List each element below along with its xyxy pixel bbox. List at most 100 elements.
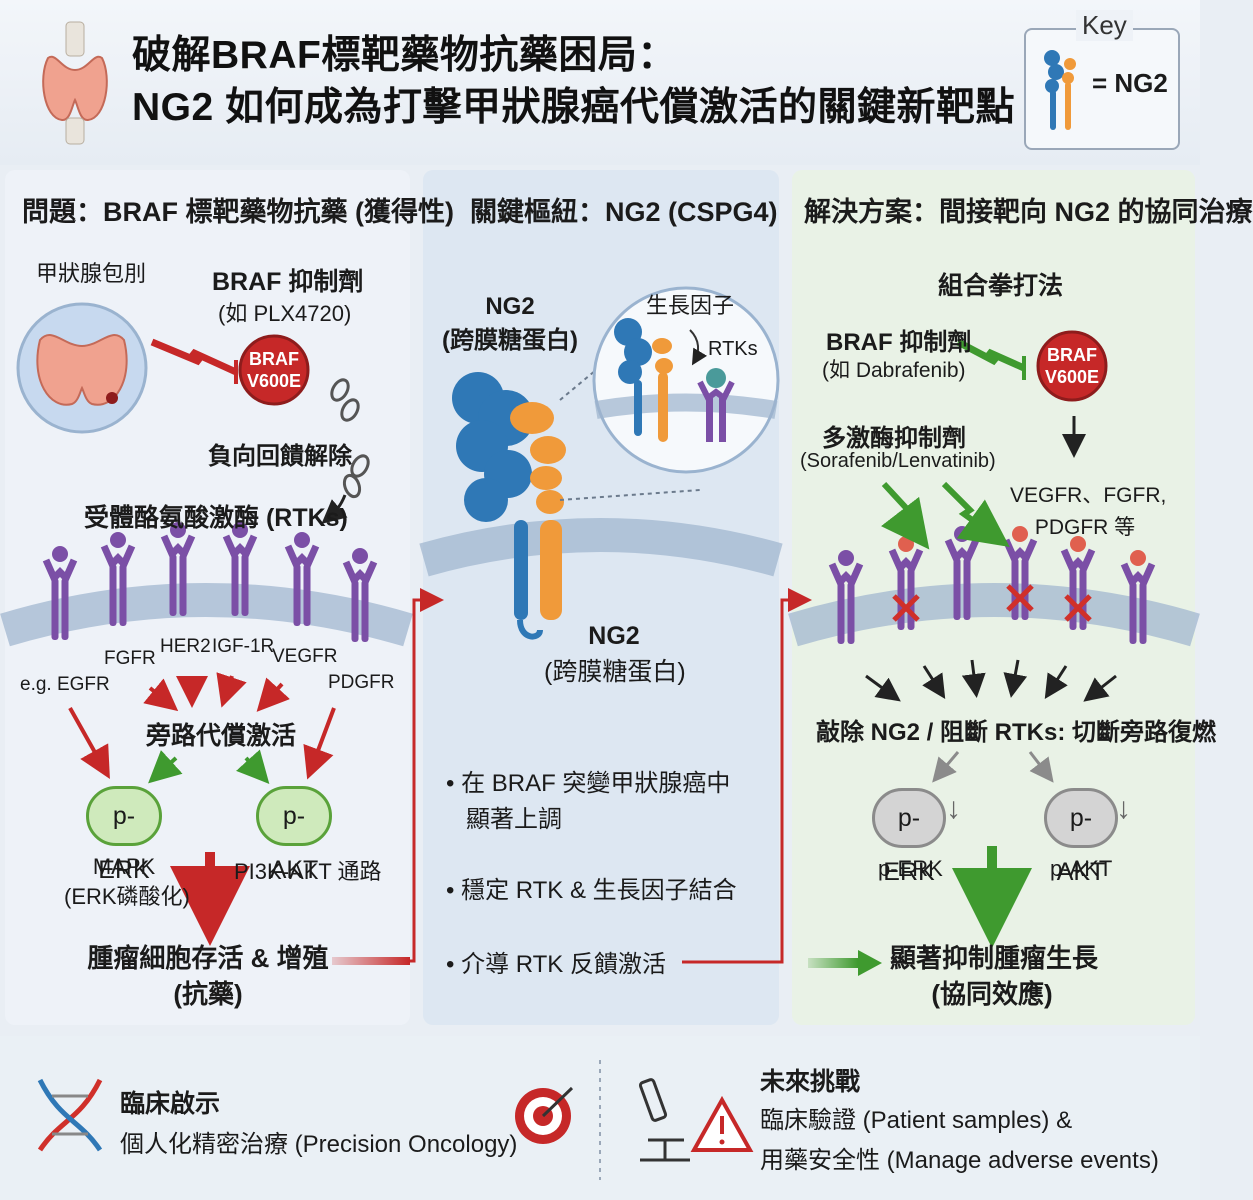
braf-badge-text-2: BRAF V600E	[1038, 344, 1106, 388]
braf-badge-line2: V600E	[246, 371, 302, 391]
membrane-hub	[419, 518, 783, 577]
ng2-bottom-line1: NG2	[588, 622, 640, 650]
receptor-label-egfr: e.g. EGFR	[20, 674, 110, 695]
hub-bullet-1-line1: 在 BRAF 突變甲狀腺癌中	[461, 770, 731, 797]
bypass-label: 旁路代償激活	[146, 722, 297, 750]
panel-hub-title: 關鍵樞紐：NG2 (CSPG4)	[470, 197, 778, 227]
pi3k-label: PI3K-AKT 通路	[234, 859, 382, 884]
page-title: 破解BRAF標靶藥物抗藥困局： NG2 如何成為打擊甲狀腺癌代償激活的關鍵新靶點	[132, 30, 1015, 134]
microscope-icon	[638, 1078, 690, 1162]
panel-solution-title: 解決方案：間接靶向 NG2 的協同治療	[804, 197, 1253, 227]
targets-line2: PDGFR 等	[1034, 516, 1136, 539]
hub-bullet-3: • 介導 RTK 反饋激活	[446, 951, 666, 978]
knockdown-label: 敲除 NG2 / 阻斷 RTKs: 切斷旁路復燃	[816, 719, 1217, 746]
receptor-icon	[284, 532, 320, 626]
problem-outcome: 腫瘤細胞存活 & 增殖 (抗藥)	[86, 940, 330, 1012]
hub-bullet-3-line1: 介導 RTK 反饋激活	[461, 951, 666, 978]
inhibitor-example: (如 PLX4720)	[218, 301, 352, 326]
ng2-top-line2: (跨膜糖蛋白)	[442, 327, 578, 354]
future-line-2: 用藥安全性 (Manage adverse events)	[760, 1147, 1159, 1174]
receptor-label-igf1r: IGF-1R	[212, 636, 275, 657]
future-title: 未來挑戰	[760, 1068, 861, 1096]
hub-bullet-2: • 穩定 RTK & 生長因子結合	[446, 877, 737, 904]
clinical-title: 臨床啟示	[120, 1090, 221, 1118]
pakt-below-label: p-AKT	[1050, 856, 1113, 881]
warning-icon	[690, 1095, 754, 1152]
problem-outcome-line2: (抗藥)	[173, 979, 243, 1009]
pakt-node-inhibited: p-AKT	[1044, 788, 1118, 886]
ng2-label-top: NG2 (跨膜糖蛋白)	[440, 290, 580, 358]
thyroid-capsule-illustration	[16, 302, 148, 434]
zoom-inset-circle	[592, 286, 780, 474]
braf-badge-2-line2: V600E	[1044, 367, 1100, 387]
problem-outcome-line1: 腫瘤細胞存活 & 增殖	[87, 943, 329, 973]
perk-node-inhibited: p-ERK	[872, 788, 946, 886]
solution-outcome-line1: 顯著抑制腫瘤生長	[890, 943, 1099, 973]
receptor-icon	[42, 546, 78, 640]
solution-outcome: 顯著抑制腫瘤生長 (協同效應)	[890, 940, 1099, 1012]
perk-down-arrow: ↓	[946, 792, 961, 825]
dna-icon	[37, 1078, 103, 1152]
clinical-text: 個人化精密治療 (Precision Oncology)	[120, 1131, 518, 1158]
receptor-label-vegfr: VEGFR	[272, 646, 338, 667]
ng2-label-bottom: NG2 (跨膜糖蛋白)	[544, 618, 686, 690]
receptor-group-problem	[42, 522, 378, 642]
inhibitor-title: BRAF 抑制劑	[212, 268, 364, 296]
thyroid-icon	[38, 18, 112, 148]
combo-title: 組合拳打法	[938, 272, 1064, 300]
panel-problem-title: 問題：BRAF 標靶藥物抗藥 (獲得性)	[22, 197, 454, 227]
broken-chain-icon	[330, 378, 370, 499]
receptor-icon	[828, 550, 864, 644]
ng2-protein-large	[452, 372, 566, 640]
receptor-icon	[342, 548, 378, 642]
capsule-label: 甲狀腺包刖	[36, 261, 147, 286]
perk-node: p-ERK	[86, 786, 162, 884]
multi-title: 多激酶抑制劑	[822, 425, 966, 452]
diagram-graphics	[0, 286, 1200, 1180]
receptor-label-her2: HER2	[160, 636, 211, 657]
ng2-bottom-line2: (跨膜糖蛋白)	[544, 658, 686, 686]
receptor-icon	[1120, 550, 1156, 644]
hub-bullet-2-line1: 穩定 RTK & 生長因子結合	[461, 877, 737, 904]
braf-badge-circle	[238, 334, 310, 406]
mapk-line1: MAPK	[92, 854, 156, 879]
receptor-blocked-icon	[1060, 536, 1096, 630]
braf-badge-2-line1: BRAF	[1047, 345, 1097, 365]
perk-below-label: p-ERK	[878, 856, 943, 881]
solution-outcome-line2: (協同效應)	[931, 979, 1053, 1009]
hub-bullet-1: • 在 BRAF 突變甲狀腺癌中 顯著上調	[446, 766, 730, 838]
mapk-label: MAPK (ERK磷酸化)	[64, 852, 190, 912]
solution-inhibitor-example: (如 Dabrafenib)	[822, 359, 966, 382]
lightning-bolt-red	[150, 338, 238, 376]
rtk-title: 受體酪氨酸激酶 (RTKs)	[84, 504, 348, 532]
ng2-key-icon	[1040, 46, 1084, 136]
hub-bullet-1-line2: 顯著上調	[466, 806, 562, 833]
targets-label: VEGFR、FGFR, PDGFR 等	[1010, 480, 1167, 544]
rtks-label: RTKs	[708, 338, 758, 360]
growth-factor-label: 生長因子	[646, 293, 735, 318]
lightning-bolt-green	[956, 338, 1026, 372]
receptor-icon	[100, 532, 136, 626]
receptor-group-solution	[828, 526, 1156, 644]
pakt-node: p-AKT	[256, 786, 332, 884]
receptor-icon	[222, 522, 258, 616]
ng2-top-line1: NG2	[485, 293, 535, 320]
target-icon	[515, 1086, 574, 1144]
title-line-1: 破解BRAF標靶藥物抗藥困局：	[132, 34, 677, 77]
title-line-2: NG2 如何成為打擊甲狀腺癌代償激活的關鍵新靶點	[132, 86, 1016, 129]
feedback-label: 負向回饋解除	[208, 443, 352, 470]
pakt-down-arrow: ↓	[1116, 792, 1131, 825]
targets-line1: VEGFR、FGFR,	[1010, 484, 1167, 507]
braf-badge-circle-2	[1036, 330, 1108, 402]
braf-badge-text: BRAF V600E	[240, 348, 308, 392]
future-line-1: 臨床驗證 (Patient samples) &	[760, 1107, 1073, 1134]
mapk-line2: (ERK磷酸化)	[64, 884, 190, 909]
multi-example: (Sorafenib/Lenvatinib)	[800, 450, 996, 472]
header-band	[0, 0, 1200, 165]
receptor-blocked-icon	[1002, 526, 1038, 620]
receptor-icon	[160, 522, 196, 616]
solution-inhibitor-title: BRAF 抑制劑	[826, 329, 972, 356]
receptor-label-pdgfr: PDGFR	[328, 672, 395, 693]
receptor-label-fgfr: FGFR	[104, 648, 156, 669]
key-label: Key	[1076, 10, 1133, 41]
